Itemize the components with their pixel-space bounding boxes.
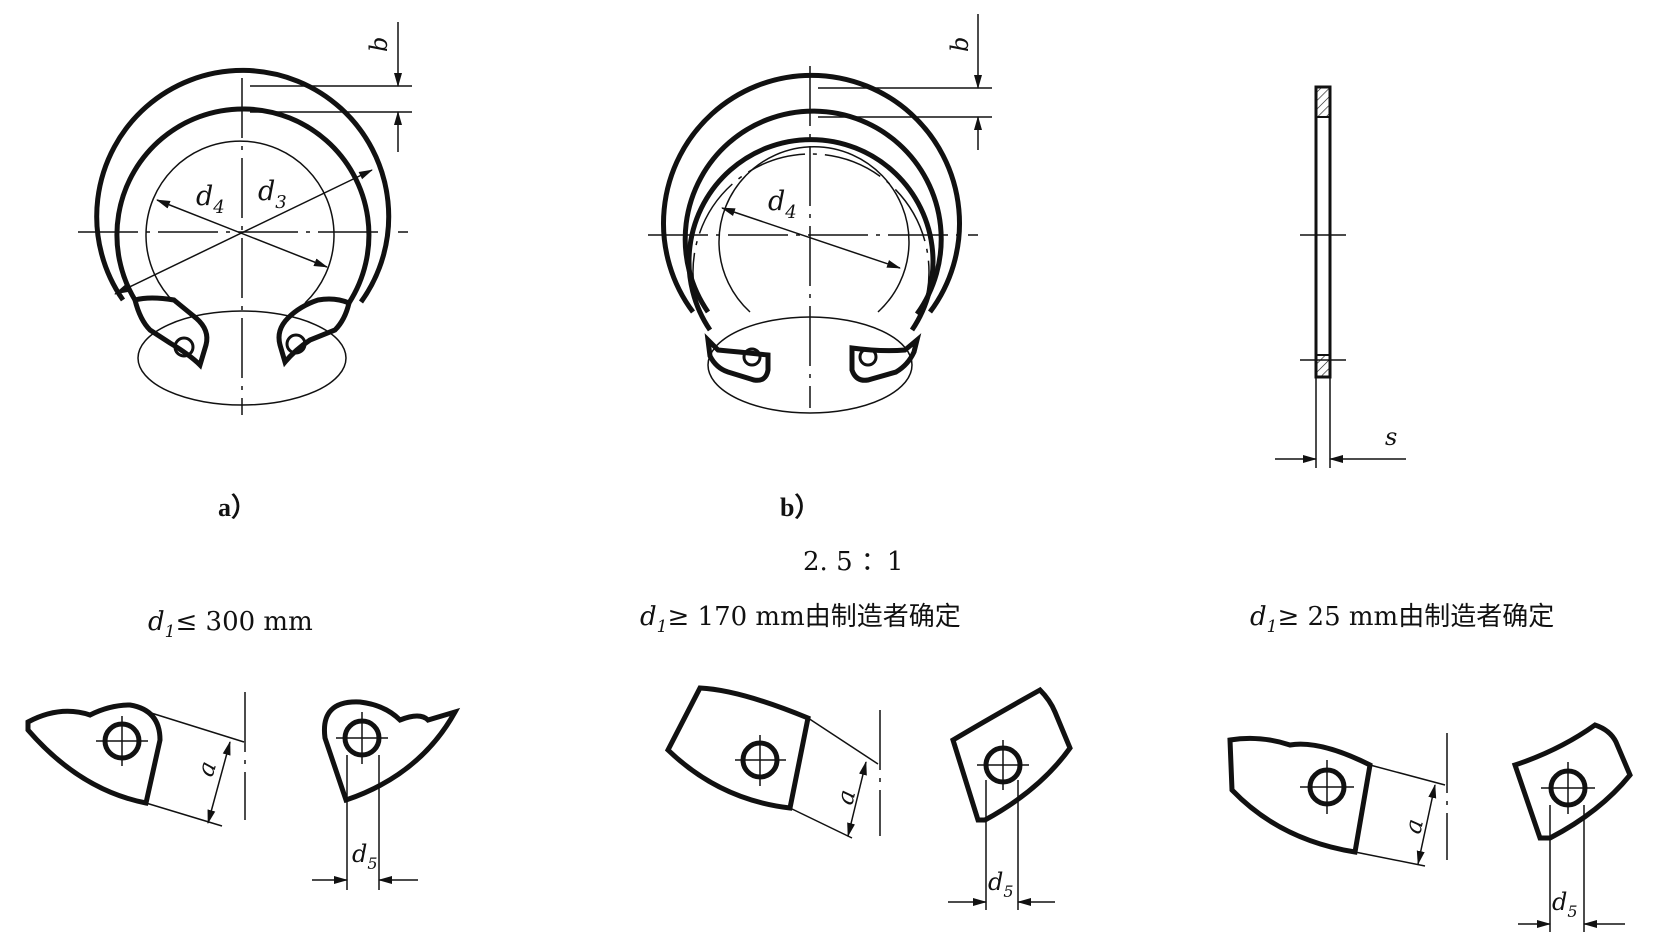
- d5-label: d5: [352, 840, 378, 873]
- bore-dash-circle: [692, 153, 930, 313]
- ring-inner-offset: [686, 137, 936, 332]
- lug-hole-right: [858, 347, 878, 367]
- s-label: s: [1385, 423, 1397, 451]
- lug-profile-left: [664, 685, 811, 811]
- condition-3: d1≥ 25 mm由制造者确定: [1250, 602, 1554, 637]
- d3-dimension-line: [114, 169, 373, 295]
- condition-1: d1≤ 300 mm: [148, 607, 313, 642]
- d4-dimension-line: [721, 207, 901, 269]
- ring-inner-edge: [682, 108, 944, 316]
- ring-view-b: d4 b b）: [648, 14, 992, 522]
- a-label: a: [831, 787, 862, 808]
- lug-right: [276, 296, 352, 368]
- detail-ellipse: [707, 316, 913, 414]
- lug-left: [704, 333, 771, 383]
- d4-label: d4: [196, 181, 225, 218]
- lug-hole-left: [742, 347, 762, 367]
- ring-view-a: d4 d3 b a）: [78, 22, 412, 522]
- b-label-a: b: [365, 37, 393, 52]
- ring-section-bottom: [1315, 354, 1331, 378]
- a-dimension-line: [1416, 784, 1437, 865]
- d3-label: d3: [258, 176, 287, 213]
- ring-section-top: [1315, 86, 1331, 118]
- lug-profile-left: [1227, 735, 1373, 855]
- caption-b: b）: [780, 493, 820, 522]
- a-label: a: [191, 758, 222, 780]
- detail-group-1: a d5: [25, 692, 461, 890]
- lug-profile-right: [321, 699, 461, 804]
- condition-2: d1≥ 170 mm由制造者确定: [640, 602, 961, 637]
- ring-outer-edge: [661, 72, 962, 314]
- a-dimension-line: [847, 761, 867, 837]
- lug-left: [131, 295, 210, 370]
- a-label: a: [1399, 816, 1430, 836]
- detail-group-3: a d5: [1227, 722, 1633, 932]
- scale-label: 2. 5 ：1: [803, 547, 903, 577]
- a-extension-bottom: [789, 807, 853, 839]
- a-extension-top: [147, 711, 245, 743]
- a-dimension-line: [207, 741, 231, 824]
- bore-circle: [718, 146, 910, 313]
- detail-group-2: a d5: [664, 685, 1073, 910]
- lug-right: [849, 333, 922, 383]
- a-extension-top: [807, 717, 879, 765]
- lug-profile-right: [950, 686, 1073, 823]
- d5-label: d5: [988, 868, 1014, 901]
- lug-profile-right: [1511, 722, 1633, 841]
- d4-label: d4: [768, 186, 797, 223]
- lug-hole-right: [285, 333, 307, 355]
- a-extension-bottom: [1354, 851, 1426, 867]
- ring-profile: [1314, 85, 1332, 379]
- lug-profile-left: [25, 702, 163, 806]
- ring-outer-edge: [94, 67, 392, 304]
- caption-a: a）: [218, 493, 257, 522]
- ring-side-view: s: [1275, 85, 1406, 468]
- b-label-b: b: [946, 37, 974, 52]
- lug-hole-left: [173, 336, 195, 358]
- a-extension-top: [1369, 764, 1446, 786]
- d5-label: d5: [1552, 888, 1578, 921]
- detail-ellipse: [137, 310, 347, 406]
- bore-circle: [145, 140, 335, 304]
